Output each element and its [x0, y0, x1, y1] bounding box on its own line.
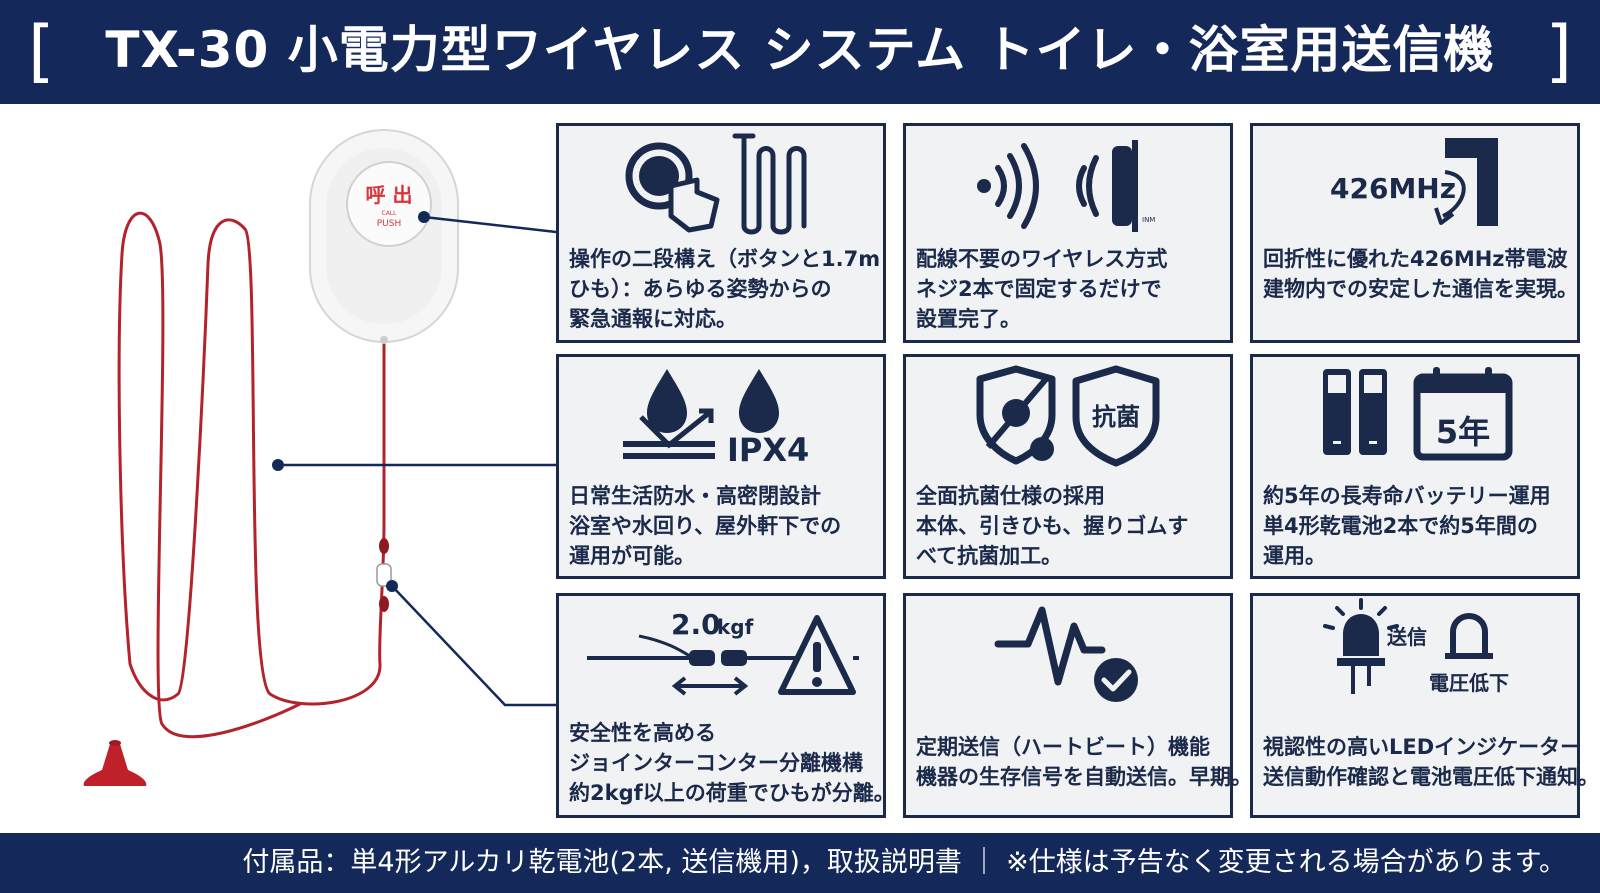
svg-text:2.0: 2.0: [671, 608, 721, 641]
push-button-pull-cord-icon: [625, 133, 807, 235]
feature-text: 約5年の長寿命バッテリー運用 単4形乾電池2本で約5年間の 運用。: [1263, 484, 1551, 568]
svg-text:抗菌: 抗菌: [1092, 403, 1140, 431]
device-illustration: 呼 出 CALL PUSH: [0, 104, 560, 833]
pull-grip: [83, 744, 147, 786]
feature-card-antibacterial: 抗菌 全面抗菌仕様の採用 本体、引きひも、握りゴムす べて抗菌加工。: [903, 354, 1233, 579]
svg-text:送信: 送信: [1387, 625, 1427, 649]
call-button-label: 呼 出: [366, 183, 413, 207]
radio-diffraction-icon: 426MHz: [1330, 138, 1498, 226]
title-bracket-right: ]: [1545, 12, 1572, 91]
feature-text: 定期送信（ハートビート）機能 機器の生存信号を自動送信。早期。: [916, 735, 1252, 789]
cord-knot: [379, 538, 389, 554]
battery-calendar-icon: 5年: [1323, 367, 1513, 461]
water-drop-ipx4-icon: IPX4: [623, 369, 809, 469]
feature-card-heartbeat: 定期送信（ハートビート）機能 機器の生存信号を自動送信。早期。: [903, 593, 1252, 818]
svg-text:INM: INM: [1142, 216, 1155, 224]
feature-card-joint-separation: 2.0 kgf 安全性を高める ジョインターコンター分離機構 約2kgf以上の荷…: [556, 593, 895, 818]
feature-text: 安全性を高める ジョインターコンター分離機構 約2kgf以上の荷重でひもが分離。: [569, 721, 895, 805]
feature-text: 日常生活防水・高密閉設計 浴室や水回り、屋外軒下での 運用が可能。: [569, 484, 842, 568]
call-button: [346, 161, 432, 247]
wireless-signal-icon: INM: [977, 140, 1155, 232]
pull-cord: [117, 211, 386, 739]
push-label: PUSH: [377, 219, 402, 229]
feature-card-waterproof: IPX4 日常生活防水・高密閉設計 浴室や水回り、屋外軒下での 運用が可能。: [556, 354, 886, 579]
pull-grip-top: [109, 740, 121, 746]
feature-card-wireless: INM 配線不要のワイヤレス方式 ネジ2本で固定するだけで 設置完了。: [903, 123, 1233, 343]
joint-connector: [376, 563, 392, 587]
header-banner: [ TX-30 小電力型ワイヤレス システム トイレ・浴室用送信機 ]: [0, 0, 1600, 104]
cord-knot: [379, 596, 389, 612]
svg-text:kgf: kgf: [717, 615, 754, 639]
svg-text:電圧低下: 電圧低下: [1429, 671, 1509, 695]
feature-card-426mhz: 426MHz 回折性に優れた426MHz帯電波 建物内での安定した通信を実現。: [1250, 123, 1580, 343]
feature-text: 視認性の高いLEDインジケーター 送信動作確認と電池電圧低下通知。: [1263, 735, 1599, 789]
transmitter-drawing: 呼 出 CALL PUSH: [83, 129, 459, 786]
svg-text:426MHz: 426MHz: [1330, 172, 1456, 205]
feature-text: 全面抗菌仕様の採用 本体、引きひも、握りゴムす べて抗菌加工。: [916, 484, 1189, 568]
feature-text: 回折性に優れた426MHz帯電波 建物内での安定した通信を実現。: [1263, 247, 1578, 301]
heartbeat-check-icon: [994, 606, 1138, 702]
footer-banner: 付属品：単4形アルカリ乾電池(2本, 送信機用)，取扱説明書 ｜ ※仕様は予告な…: [0, 833, 1600, 893]
feature-text: 操作の二段構え（ボタンと1.7m ひも）：あらゆる姿勢からの 緊急通報に対応。: [569, 247, 881, 331]
feature-card-two-step-operation: 操作の二段構え（ボタンと1.7m ひも）：あらゆる姿勢からの 緊急通報に対応。: [556, 123, 886, 343]
page-title: TX-30 小電力型ワイヤレス システム トイレ・浴室用送信機: [105, 21, 1495, 79]
feature-card-led-indicator: 送信 電圧低下 視認性の高いLEDインジケーター 送信動作確認と電池電圧低下通知…: [1250, 593, 1599, 818]
cord-exit: [380, 336, 388, 344]
antibacterial-shield-icon: 抗菌: [976, 365, 1160, 467]
svg-text:IPX4: IPX4: [727, 431, 809, 469]
feature-card-battery: 5年 約5年の長寿命バッテリー運用 単4形乾電池2本で約5年間の 運用。: [1250, 354, 1580, 579]
led-indicator-icon: 送信 電圧低下: [1323, 598, 1509, 695]
joint-connector-warning-icon: 2.0 kgf: [587, 608, 859, 696]
accessories-note: 付属品：単4形アルカリ乾電池(2本, 送信機用)，取扱説明書 ｜ ※仕様は予告な…: [242, 847, 1566, 878]
feature-text: 配線不要のワイヤレス方式 ネジ2本で固定するだけで 設置完了。: [916, 247, 1168, 331]
title-bracket-left: [: [28, 12, 55, 91]
svg-text:5年: 5年: [1436, 413, 1490, 451]
call-button-sublabel: CALL: [382, 210, 398, 217]
